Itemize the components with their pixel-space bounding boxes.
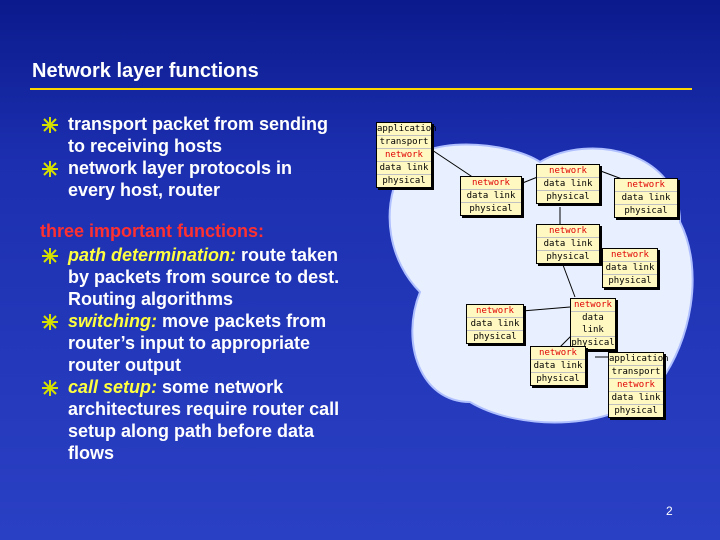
layer-network: network [531, 347, 585, 360]
function-text: some network architectures require route… [68, 377, 340, 463]
source-host-stack: application transport network data link … [376, 122, 437, 188]
layer-application: application [377, 124, 437, 136]
network-diagram: application transport network data link … [360, 112, 700, 430]
layer-data-link: data link [615, 192, 677, 205]
functions-list: path determination: route taken by packe… [40, 244, 340, 464]
function-term: switching: [68, 311, 157, 331]
layer-network: network [609, 379, 663, 392]
layer-network: network [571, 299, 615, 312]
functions-section: three important functions: path determin… [40, 220, 340, 464]
slide-title: Network layer functions [32, 60, 259, 82]
page-number: 2 [666, 504, 673, 518]
layer-data-link: data link [609, 392, 663, 405]
router-stack: network data link physical [536, 164, 600, 204]
layer-data-link: data link [603, 262, 657, 275]
layer-data-link: data link [377, 162, 431, 175]
layer-physical: physical [546, 252, 590, 262]
router-stack: network data link physical [530, 346, 586, 386]
router-stack: network data link physical [570, 298, 616, 350]
intro-bullet-text: network layer protocols in every host, r… [68, 158, 293, 200]
layer-network: network [467, 305, 523, 318]
function-item: call setup: some network architectures r… [40, 376, 340, 464]
layer-physical: physical [571, 338, 615, 348]
layer-network: network [603, 249, 657, 262]
intro-bullet: transport packet from sending to receivi… [40, 113, 340, 157]
router-stack: network data link physical [466, 304, 524, 344]
router-stack: network data link physical [536, 224, 600, 264]
router-stack: network data link physical [602, 248, 658, 288]
function-item: switching: move packets from router’s in… [40, 310, 340, 376]
layer-data-link: data link [467, 318, 523, 331]
layer-network: network [615, 179, 677, 192]
layer-data-link: data link [461, 190, 521, 203]
layer-transport: transport [377, 136, 431, 149]
bullet-star-icon [42, 314, 58, 330]
destination-host-stack: application transport network data link … [608, 352, 669, 418]
function-term: call setup: [68, 377, 158, 397]
router-stack: network data link physical [460, 176, 522, 216]
bullet-star-icon [42, 117, 58, 133]
title-rule [30, 88, 692, 90]
layer-physical: physical [608, 276, 652, 286]
function-term: path determination: [68, 245, 237, 265]
bullet-star-icon [42, 248, 58, 264]
layer-data-link: data link [537, 238, 599, 251]
function-item: path determination: route taken by packe… [40, 244, 340, 310]
layer-physical: physical [382, 176, 426, 186]
layer-physical: physical [624, 206, 668, 216]
layer-application: application [609, 354, 669, 366]
layer-transport: transport [609, 366, 663, 379]
layer-data-link: data link [571, 312, 615, 337]
bullet-star-icon [42, 380, 58, 396]
layer-data-link: data link [537, 178, 599, 191]
layer-physical: physical [546, 192, 590, 202]
layer-physical: physical [473, 332, 517, 342]
functions-heading: three important functions: [40, 221, 264, 241]
layer-network: network [537, 225, 599, 238]
layer-network: network [377, 149, 431, 162]
intro-bullet: network layer protocols in every host, r… [40, 157, 340, 201]
intro-bullet-list: transport packet from sending to receivi… [40, 113, 340, 201]
layer-data-link: data link [531, 360, 585, 373]
layer-network: network [537, 165, 599, 178]
intro-bullet-text: transport packet from sending to receivi… [68, 114, 329, 156]
layer-physical: physical [469, 204, 513, 214]
bullet-star-icon [42, 161, 58, 177]
function-text: move packets from router’s input to appr… [68, 311, 327, 375]
router-stack: network data link physical [614, 178, 678, 218]
layer-network: network [461, 177, 521, 190]
layer-physical: physical [614, 406, 658, 416]
function-text: route taken by packets from source to de… [68, 245, 340, 309]
layer-physical: physical [536, 374, 580, 384]
